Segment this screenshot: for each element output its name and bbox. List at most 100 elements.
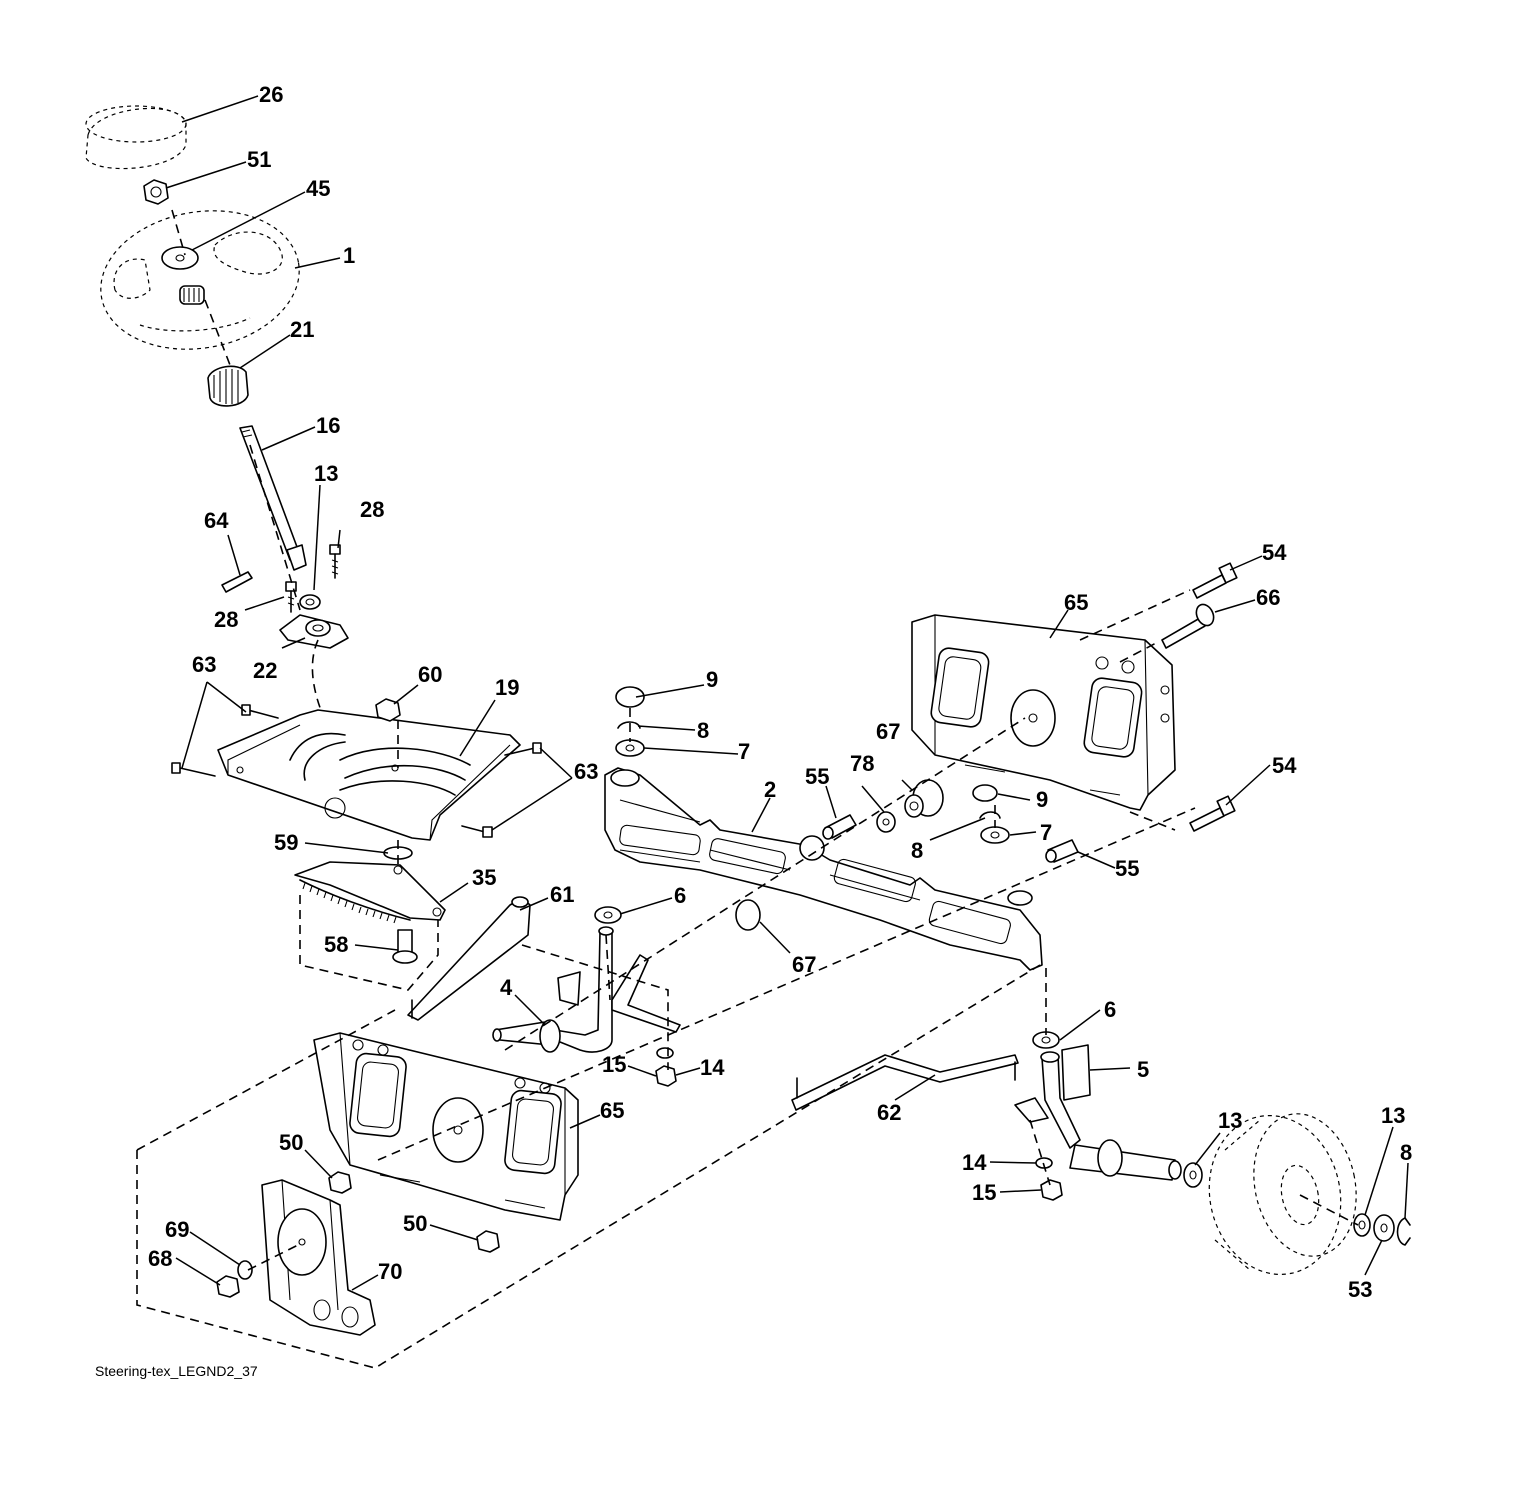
front-wheel — [1208, 1113, 1357, 1276]
bolt — [329, 544, 341, 579]
callout-45: 45 — [306, 176, 330, 201]
callout-63: 63 — [192, 652, 216, 677]
bearing-flange — [279, 614, 349, 649]
cover-plate — [261, 1179, 376, 1336]
callout-13: 13 — [1381, 1103, 1405, 1128]
bolt — [241, 704, 279, 719]
callout-28: 28 — [214, 607, 238, 632]
callout-50: 50 — [279, 1130, 303, 1155]
bolt — [171, 762, 216, 777]
washer — [615, 739, 645, 757]
callout-60: 60 — [418, 662, 442, 687]
right-spindle — [1014, 1044, 1182, 1181]
washer — [876, 811, 896, 833]
callout-54: 54 — [1262, 540, 1287, 565]
e-clip — [1396, 1217, 1411, 1246]
callout-63: 63 — [574, 759, 598, 784]
callout-15: 15 — [602, 1052, 626, 1077]
callout-66: 66 — [1256, 585, 1280, 610]
steering-wheel — [100, 210, 300, 350]
washer — [980, 826, 1010, 844]
nut — [216, 1275, 240, 1298]
washer — [161, 246, 199, 270]
washer — [1373, 1214, 1395, 1242]
nut — [655, 1065, 677, 1087]
pivot-spacer — [904, 779, 944, 818]
nut — [476, 1230, 500, 1253]
bushing — [299, 594, 321, 610]
callout-6: 6 — [1104, 997, 1116, 1022]
callout-7: 7 — [738, 739, 750, 764]
callout-65: 65 — [600, 1098, 624, 1123]
callout-16: 16 — [316, 413, 340, 438]
callout-28: 28 — [360, 497, 384, 522]
callout-14: 14 — [962, 1150, 987, 1175]
pin — [221, 571, 253, 593]
callout-4: 4 — [500, 975, 513, 1000]
callout-69: 69 — [165, 1217, 189, 1242]
callout-51: 51 — [247, 147, 271, 172]
callout-55: 55 — [805, 764, 829, 789]
washer — [594, 906, 622, 924]
callout-61: 61 — [550, 882, 574, 907]
callout-labels: 26 51 45 1 21 16 13 28 64 28 22 60 19 63… — [148, 82, 1412, 1302]
callout-5: 5 — [1137, 1057, 1149, 1082]
bolt — [1192, 562, 1238, 599]
callout-59: 59 — [274, 830, 298, 855]
callout-13: 13 — [314, 461, 338, 486]
mounting-plate — [217, 709, 521, 841]
right-bracket — [911, 614, 1176, 811]
bolt — [285, 581, 297, 613]
hex-nut — [375, 698, 401, 722]
callout-70: 70 — [378, 1259, 402, 1284]
steering-adapter — [207, 365, 249, 407]
callout-67: 67 — [876, 719, 900, 744]
callout-7: 7 — [1040, 820, 1052, 845]
cap — [615, 686, 645, 708]
callout-2: 2 — [764, 777, 776, 802]
callout-35: 35 — [472, 865, 496, 890]
bolt — [1189, 795, 1236, 832]
callout-1: 1 — [343, 243, 355, 268]
callout-64: 64 — [204, 508, 229, 533]
e-clip — [979, 811, 1001, 819]
callout-53: 53 — [1348, 1277, 1372, 1302]
group-outline — [299, 895, 439, 991]
bushing — [822, 814, 857, 840]
callout-67: 67 — [792, 952, 816, 977]
callout-68: 68 — [148, 1246, 172, 1271]
diagram-caption: Steering-tex_LEGND2_37 — [95, 1363, 258, 1379]
callout-15: 15 — [972, 1180, 996, 1205]
e-clip — [617, 721, 641, 729]
spacer-disc — [735, 899, 761, 931]
callout-55: 55 — [1115, 856, 1139, 881]
lock-washer — [656, 1047, 674, 1059]
left-spindle — [492, 926, 681, 1053]
front-axle — [604, 767, 1043, 971]
callout-50: 50 — [403, 1211, 427, 1236]
leader-lines — [165, 95, 1409, 1291]
callout-13: 13 — [1218, 1108, 1242, 1133]
sector-gear — [294, 861, 446, 924]
nut — [328, 1171, 352, 1194]
callout-9: 9 — [1036, 787, 1048, 812]
bolt — [461, 825, 493, 838]
callout-58: 58 — [324, 932, 348, 957]
washer — [1353, 1213, 1371, 1237]
callout-78: 78 — [850, 751, 874, 776]
callout-26: 26 — [259, 82, 283, 107]
callout-65: 65 — [1064, 590, 1088, 615]
callout-54: 54 — [1272, 753, 1297, 778]
callout-14: 14 — [700, 1055, 725, 1080]
callout-62: 62 — [877, 1100, 901, 1125]
pivot-bolt — [392, 929, 418, 964]
drag-link — [407, 896, 531, 1021]
callout-19: 19 — [495, 675, 519, 700]
callout-9: 9 — [706, 667, 718, 692]
hex-nut — [143, 179, 169, 205]
washer — [237, 1260, 253, 1280]
cap — [972, 784, 998, 802]
column-axis-line — [171, 209, 346, 756]
steering-cap — [85, 105, 187, 170]
